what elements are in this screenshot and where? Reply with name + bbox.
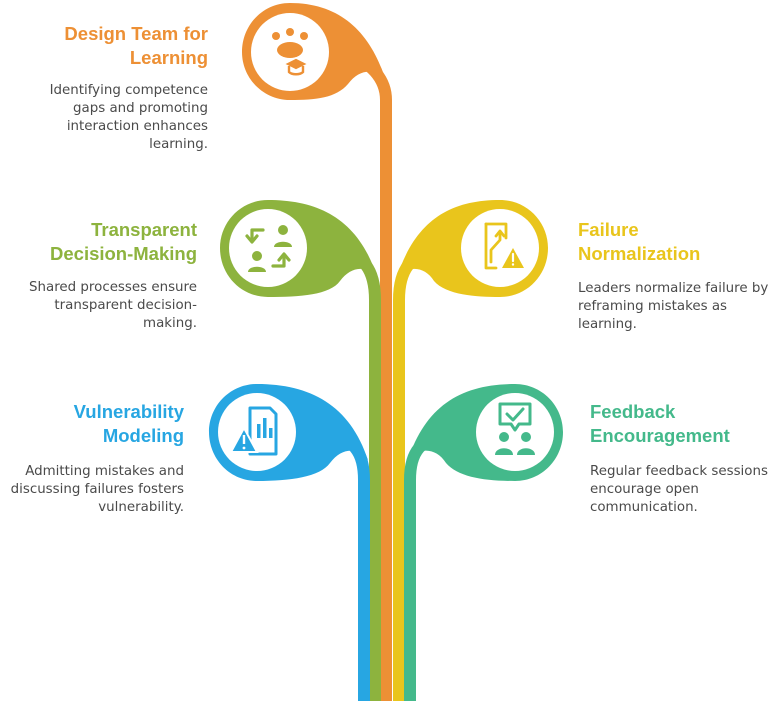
stem-failure-normalization [393,200,548,701]
vulnerability-modeling-title: Vulnerability Modeling [73,401,184,446]
report-warning-icon [229,406,278,456]
stem-design-team [242,3,392,701]
feedback-encouragement-title: Feedback Encouragement [590,401,730,446]
transparent-decision-title: Transparent Decision-Making [50,219,197,264]
vulnerability-modeling-description: Admitting mistakes and discussing failur… [10,464,184,515]
team-learning-icon [272,28,310,76]
route-warning-icon [484,222,524,270]
feedback-encouragement-description: Regular feedback sessions encourage open… [590,464,768,515]
stem-transparent-decision [220,200,381,701]
design-team-description: Identifying competence gaps and promotin… [49,83,208,152]
failure-normalization-title: Failure Normalization [578,219,701,264]
stem-vulnerability-modeling [209,384,370,701]
design-team-title: Design Team for Learning [64,23,208,68]
user-exchange-icon [245,225,292,272]
failure-normalization-description: Leaders normalize failure by reframing m… [578,281,769,332]
transparent-decision-description: Shared processes ensure transparent deci… [29,280,197,331]
stem-feedback-encouragement [404,384,563,701]
feedback-meeting-icon [495,402,535,455]
